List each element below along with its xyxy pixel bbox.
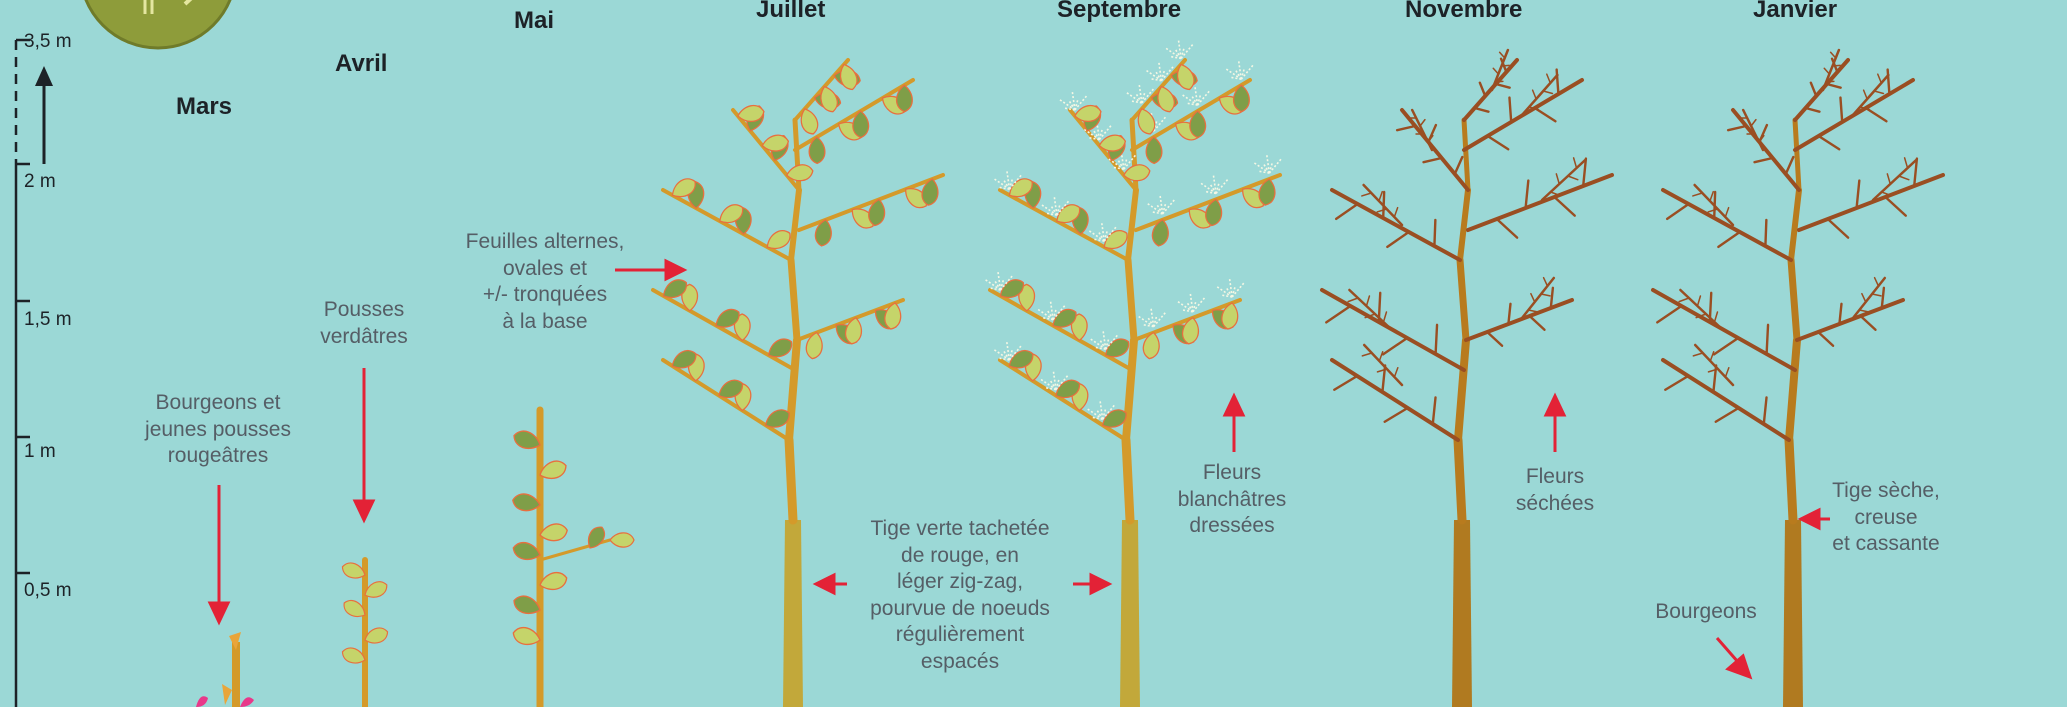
month-janvier: Janvier xyxy=(1753,0,1837,24)
annotation-fleurs-sechees: Fleurs séchées xyxy=(1498,464,1612,517)
month-mars: Mars xyxy=(176,93,232,121)
month-septembre: Septembre xyxy=(1057,0,1181,24)
scale-label-3-5m: 3,5 m xyxy=(24,31,72,53)
avril-shoot xyxy=(340,560,390,707)
annotation-tige-seche: Tige sèche, creuse et cassante xyxy=(1816,478,1956,558)
annotation-feuilles-alternes: Feuilles alternes, ovales et +/- tronqué… xyxy=(440,229,650,335)
scale-label-2m: 2 m xyxy=(24,171,56,193)
annotation-pousses-verdatres: Pousses verdâtres xyxy=(300,297,428,350)
scale-label-1-5m: 1,5 m xyxy=(24,309,72,331)
mai-shoot xyxy=(511,410,634,707)
annotation-fleurs-blanchatres: Fleurs blanchâtres dressées xyxy=(1164,460,1300,540)
height-scale xyxy=(16,40,53,707)
annotation-bourgeons: Bourgeons xyxy=(1644,599,1768,626)
month-juillet: Juillet xyxy=(756,0,825,24)
annotation-bourgeons-jeunes-pousses: Bourgeons et jeunes pousses rougeâtres xyxy=(130,390,306,470)
dead-plant xyxy=(1322,50,1612,707)
month-novembre: Novembre xyxy=(1405,0,1522,24)
scale-label-0-5m: 0,5 m xyxy=(24,580,72,602)
month-mai: Mai xyxy=(514,7,554,35)
logo-badge xyxy=(80,0,236,48)
scale-label-1m: 1 m xyxy=(24,441,56,463)
month-avril: Avril xyxy=(335,50,387,78)
annotation-tige-verte: Tige verte tachetée de rouge, en léger z… xyxy=(848,516,1072,675)
mars-shoot xyxy=(196,632,254,707)
